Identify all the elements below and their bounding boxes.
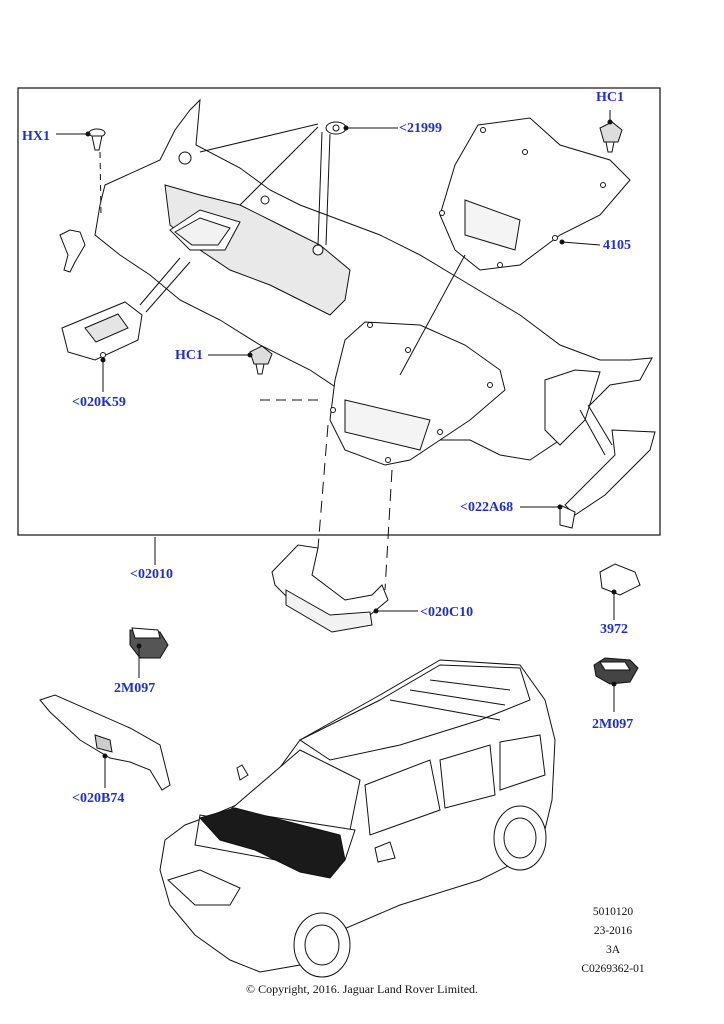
callout-4105[interactable]: 4105 <box>603 238 631 253</box>
callout-3972[interactable]: 3972 <box>600 622 628 637</box>
callout-02010[interactable]: <02010 <box>130 567 173 582</box>
callout-21999[interactable]: <21999 <box>399 121 442 136</box>
part-020b74[interactable] <box>39 694 171 791</box>
part-3972[interactable] <box>599 563 641 596</box>
fastener-21999[interactable] <box>325 121 347 135</box>
diagram-ref-code: C0269362-01 <box>581 963 645 975</box>
fastener-hx1[interactable] <box>88 128 106 151</box>
part-2m097-right[interactable] <box>593 657 639 685</box>
vehicle-illustration <box>159 659 556 978</box>
copyright-notice: © Copyright, 2016. Jaguar Land Rover Lim… <box>245 982 479 996</box>
callout-022a68[interactable]: <022A68 <box>460 500 514 515</box>
callout-hc1-top[interactable]: HC1 <box>596 90 624 105</box>
leader-lines <box>56 110 617 788</box>
callout-020c10[interactable]: <020C10 <box>420 605 474 620</box>
cover-4105[interactable] <box>439 117 631 271</box>
cover-middle[interactable] <box>329 321 506 466</box>
part-020c10[interactable] <box>271 544 389 633</box>
callout-2m097-left[interactable]: 2M097 <box>114 681 156 696</box>
part-022a68[interactable] <box>559 429 656 529</box>
assembly-frame <box>17 87 661 536</box>
callout-hc1-mid[interactable]: HC1 <box>175 348 203 363</box>
callout-020k59[interactable]: <020K59 <box>72 395 126 410</box>
callout-020b74[interactable]: <020B74 <box>72 791 125 806</box>
fastener-hc1-top[interactable] <box>599 121 623 153</box>
diagram-ref-date: 23-2016 <box>593 925 633 937</box>
part-2m097-left[interactable] <box>129 627 169 659</box>
diagram-ref-number: 5010120 <box>592 906 634 918</box>
diagram-ref-rev: 3A <box>605 944 621 956</box>
part-020k59[interactable] <box>61 301 143 361</box>
fastener-hc1-mid[interactable] <box>249 345 273 375</box>
callout-hx1[interactable]: HX1 <box>22 129 50 144</box>
cowl-highlight <box>199 807 346 879</box>
cowl-panel[interactable] <box>59 98 653 461</box>
callout-2m097-right[interactable]: 2M097 <box>592 717 634 732</box>
